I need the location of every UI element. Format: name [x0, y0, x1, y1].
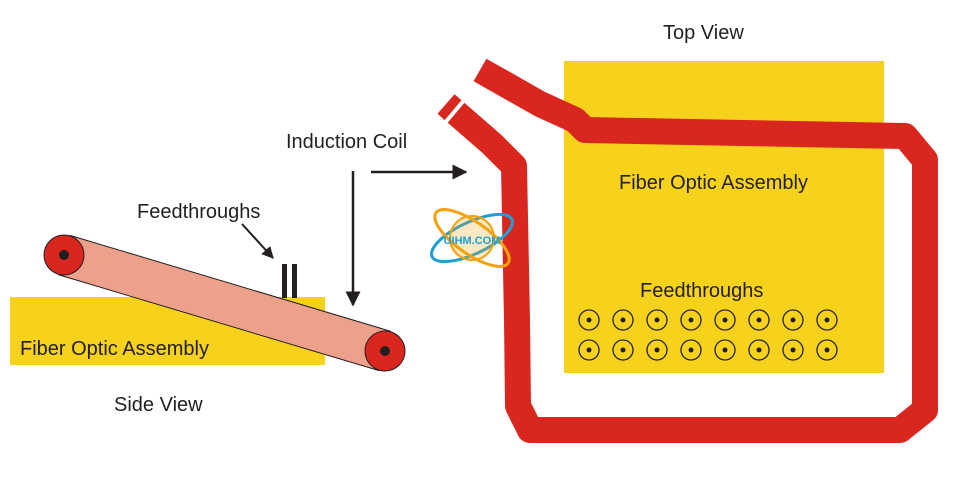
logo-sun [449, 215, 495, 261]
feedthrough-pin-top [654, 317, 660, 323]
feedthrough-hole [612, 339, 634, 361]
feedthrough-pin-top [688, 347, 694, 353]
top-view: Top View Fiber Optic Assembly Feedthroug… [437, 22, 938, 443]
logo-ring-orange [433, 208, 511, 268]
feedthrough-hole [578, 309, 600, 331]
top-feedthroughs-label: Feedthroughs [640, 280, 763, 302]
feedthrough-hole [714, 309, 736, 331]
side-feedthrough-pins [282, 264, 297, 298]
coil-loop [437, 58, 938, 443]
feedthrough-hole [612, 309, 634, 331]
coil-lead-gap [442, 84, 478, 126]
feedthrough-pin [292, 264, 297, 298]
side-view-title: Side View [114, 394, 203, 416]
feedthrough-hole [646, 339, 668, 361]
feedthrough-pin-top [790, 317, 796, 323]
feedthrough-hole [782, 309, 804, 331]
coil-tube-bore-right [380, 346, 390, 356]
induction-coil-callout: Induction Coil [286, 131, 468, 307]
feedthrough-hole [714, 339, 736, 361]
feedthrough-grid [578, 309, 838, 361]
feedthrough-pin-top [722, 317, 728, 323]
feedthrough-pin-top [620, 317, 626, 323]
feedthrough-pin-top [688, 317, 694, 323]
feedthrough-hole [782, 339, 804, 361]
feedthrough-pin-top [790, 347, 796, 353]
feedthrough-pin-top [620, 347, 626, 353]
side-feedthroughs-label: Feedthroughs [137, 201, 260, 223]
feedthrough-hole [646, 309, 668, 331]
induction-coil-label: Induction Coil [286, 131, 407, 153]
side-induction-coil-tube [43, 234, 406, 372]
feedthrough-pin-top [756, 317, 762, 323]
feedthrough-pin-top [586, 317, 592, 323]
feedthrough-pin-top [722, 347, 728, 353]
coil-tube-bore-left [59, 250, 69, 260]
feedthrough-pin-top [824, 347, 830, 353]
feedthrough-hole [748, 339, 770, 361]
side-fiber-optic-label: Fiber Optic Assembly [20, 338, 209, 360]
feedthrough-pin [282, 264, 287, 298]
top-view-title: Top View [663, 22, 744, 44]
feedthrough-hole [748, 309, 770, 331]
top-fiber-optic-assembly [564, 61, 884, 373]
feedthrough-pin-top [824, 317, 830, 323]
feedthrough-pin-top [654, 347, 660, 353]
logo-ring-blue [430, 212, 514, 264]
feedthrough-hole [680, 309, 702, 331]
side-feedthroughs-arrow [241, 223, 274, 259]
uihm-logo: UIHM.COM [430, 208, 514, 268]
side-view: Fiber Optic Assembly Feedthroughs Side V… [10, 201, 406, 416]
logo-text: UIHM.COM [444, 235, 501, 247]
feedthrough-hole [816, 339, 838, 361]
feedthrough-hole [578, 339, 600, 361]
top-fiber-optic-label: Fiber Optic Assembly [619, 172, 808, 194]
feedthrough-hole [816, 309, 838, 331]
top-induction-coil [437, 58, 938, 443]
feedthrough-hole [680, 339, 702, 361]
coil-tube-body [58, 235, 391, 371]
feedthrough-pin-top [756, 347, 762, 353]
feedthrough-pin-top [586, 347, 592, 353]
